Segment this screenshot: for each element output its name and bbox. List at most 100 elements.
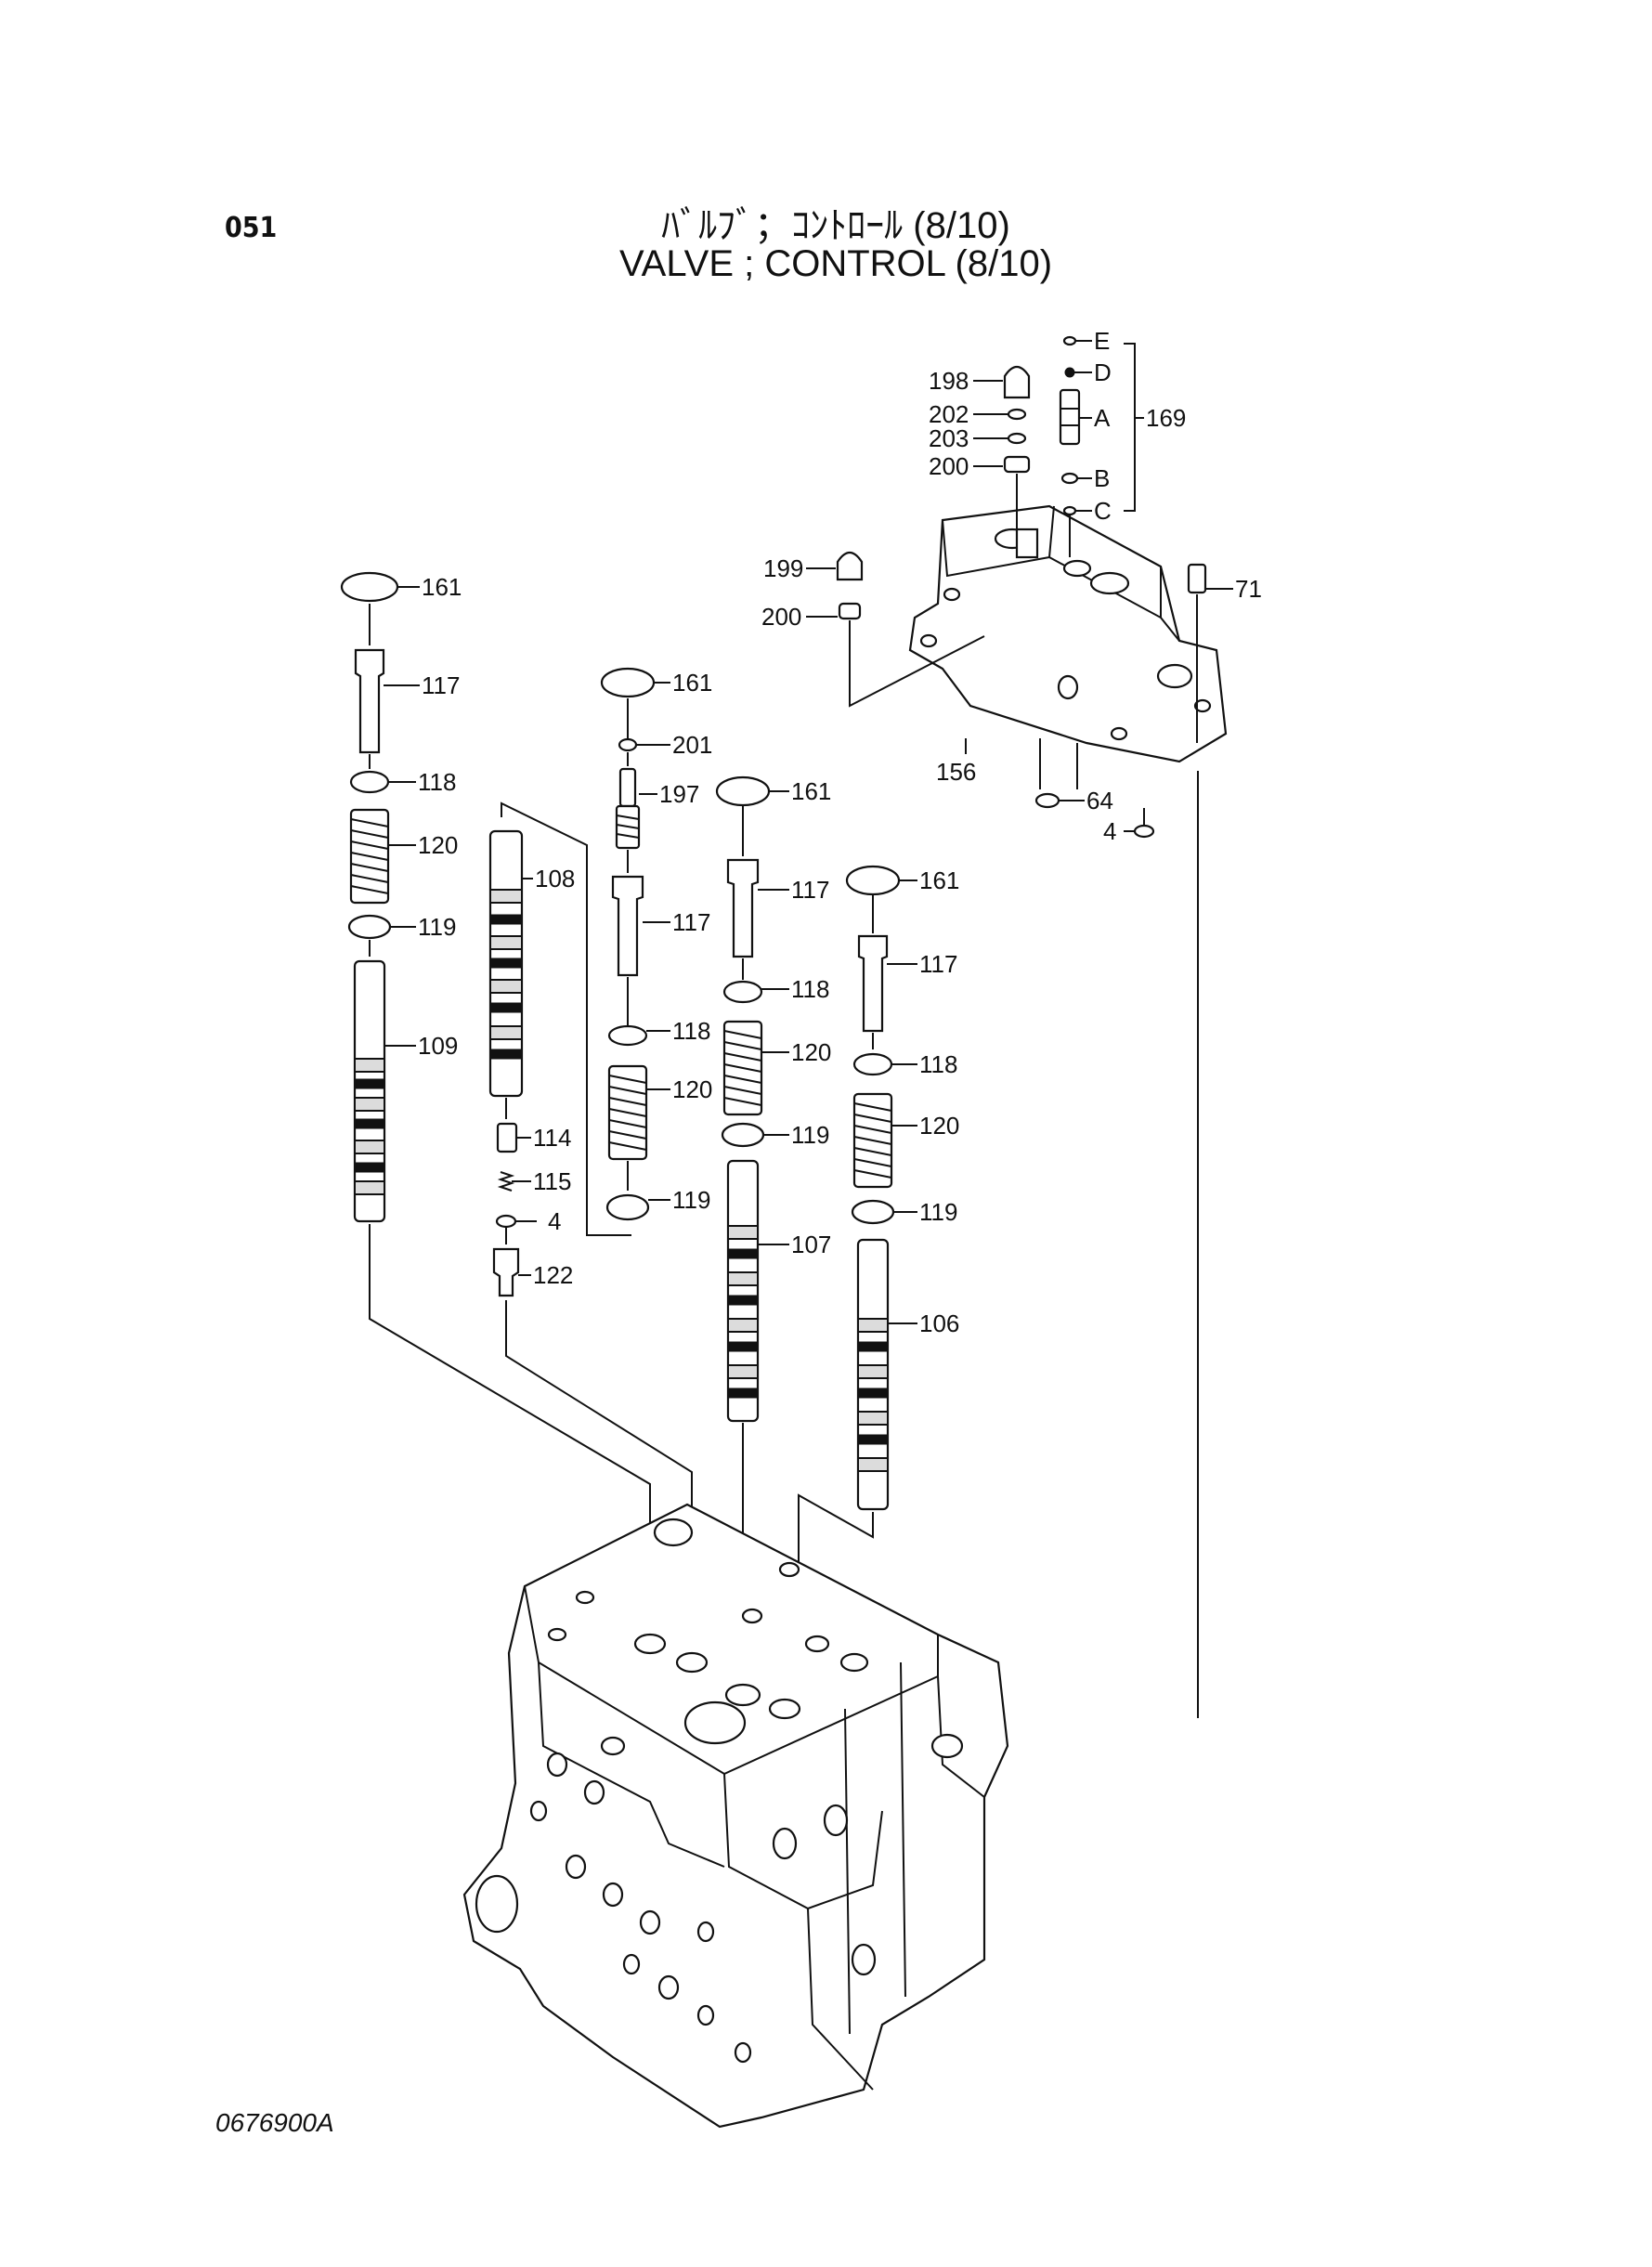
seat-118 (722, 980, 763, 1004)
callout-117: 117 (791, 876, 829, 904)
spring-120 (607, 1064, 648, 1161)
plug-200 (1003, 455, 1031, 474)
callout-161: 161 (791, 777, 831, 805)
spool-assembly-107 (715, 775, 771, 1700)
o-ring-161 (845, 865, 901, 896)
callout-119: 119 (418, 913, 456, 941)
callout-201: 201 (672, 731, 712, 759)
part-A (1059, 388, 1081, 446)
callout-199: 199 (763, 554, 803, 582)
part-E (1062, 335, 1077, 346)
bolt-71 (1187, 563, 1207, 743)
callout-200: 200 (761, 603, 801, 631)
seat-119 (851, 1199, 895, 1225)
callout-64: 64 (1086, 787, 1113, 814)
seat-118 (852, 1052, 893, 1076)
callout-D: D (1094, 358, 1112, 386)
callout-A: A (1094, 404, 1111, 432)
o-ring-161 (340, 571, 399, 603)
callout-118: 118 (791, 975, 829, 1003)
callout-200: 200 (929, 452, 969, 480)
plug-117 (611, 875, 644, 977)
spring-120 (722, 1020, 763, 1116)
callout-120: 120 (418, 831, 458, 859)
o-ring-4 (495, 1214, 517, 1229)
plug-200 (838, 602, 862, 620)
seat-119 (347, 914, 392, 940)
callout-B: B (1094, 464, 1110, 492)
o-ring-4 (1133, 824, 1155, 839)
o-ring-64 (1034, 792, 1060, 809)
callout-E: E (1094, 327, 1110, 355)
plug-122 (492, 1247, 520, 1297)
seat-118 (607, 1024, 648, 1047)
callout-161: 161 (422, 573, 462, 601)
callout-C: C (1094, 497, 1112, 525)
callout-107: 107 (791, 1231, 831, 1258)
cap-199 (836, 551, 864, 581)
callout-108: 108 (535, 865, 575, 892)
spring-115 (497, 1171, 515, 1192)
callout-106: 106 (919, 1309, 959, 1337)
title-english: VALVE ; CONTROL (8/10) (618, 243, 1053, 284)
plug-197 (615, 767, 641, 850)
callout-115: 115 (533, 1167, 571, 1195)
seat-119 (721, 1122, 765, 1148)
cover-156 (908, 504, 1228, 789)
callout-109: 109 (418, 1032, 458, 1060)
spool-107 (726, 1159, 760, 1423)
plug-117 (354, 648, 385, 754)
callout-4: 4 (1103, 817, 1116, 845)
callout-122: 122 (533, 1261, 573, 1289)
callout-114: 114 (533, 1124, 571, 1152)
spool-108 (488, 829, 524, 1098)
cover-assembly-156 (836, 335, 1228, 1718)
callout-118: 118 (418, 768, 456, 796)
callout-202: 202 (929, 400, 969, 428)
page-number: 051 (225, 212, 278, 244)
callout-118: 118 (919, 1050, 957, 1078)
bracket-169 (1124, 343, 1144, 512)
callout-198: 198 (929, 367, 969, 395)
seat-119 (605, 1193, 650, 1221)
callout-71: 71 (1235, 575, 1262, 603)
callout-161: 161 (672, 669, 712, 697)
callout-169: 169 (1146, 404, 1186, 432)
part-D (1064, 367, 1075, 378)
o-ring-201 (618, 737, 638, 752)
callout-119: 119 (919, 1198, 957, 1226)
callout-119: 119 (791, 1121, 829, 1149)
plug-assembly-197 (600, 667, 656, 1221)
callout-117: 117 (422, 671, 460, 699)
seat-118 (349, 770, 390, 794)
ring-202 (1007, 408, 1027, 421)
callout-labels: 161 117 118 120 119 109 108 114 115 4 12… (384, 327, 1262, 1337)
spool-assembly-106 (798, 865, 901, 1662)
callout-118: 118 (672, 1017, 710, 1045)
callout-197: 197 (659, 780, 699, 808)
callout-161: 161 (919, 866, 959, 894)
callout-203: 203 (929, 424, 969, 452)
spool-assembly-109 (340, 571, 651, 1644)
ring-203 (1007, 432, 1027, 445)
callout-120: 120 (791, 1038, 831, 1066)
plug-117 (857, 934, 889, 1033)
callout-156: 156 (936, 758, 976, 786)
cap-198 (1003, 365, 1031, 399)
o-ring-161 (600, 667, 656, 698)
spool-106 (856, 1238, 890, 1511)
callout-119: 119 (672, 1186, 710, 1214)
callout-120: 120 (672, 1075, 712, 1103)
plug-117 (726, 858, 760, 958)
drawing-code: 0676900A (215, 2108, 334, 2137)
callout-4: 4 (548, 1207, 561, 1235)
spring-120 (349, 808, 390, 905)
spool-109 (353, 959, 386, 1223)
stopper-114 (496, 1122, 518, 1153)
callout-117: 117 (672, 908, 710, 936)
callout-120: 120 (919, 1112, 959, 1140)
callout-117: 117 (919, 950, 957, 978)
spring-120 (852, 1092, 893, 1189)
part-B (1060, 472, 1079, 485)
